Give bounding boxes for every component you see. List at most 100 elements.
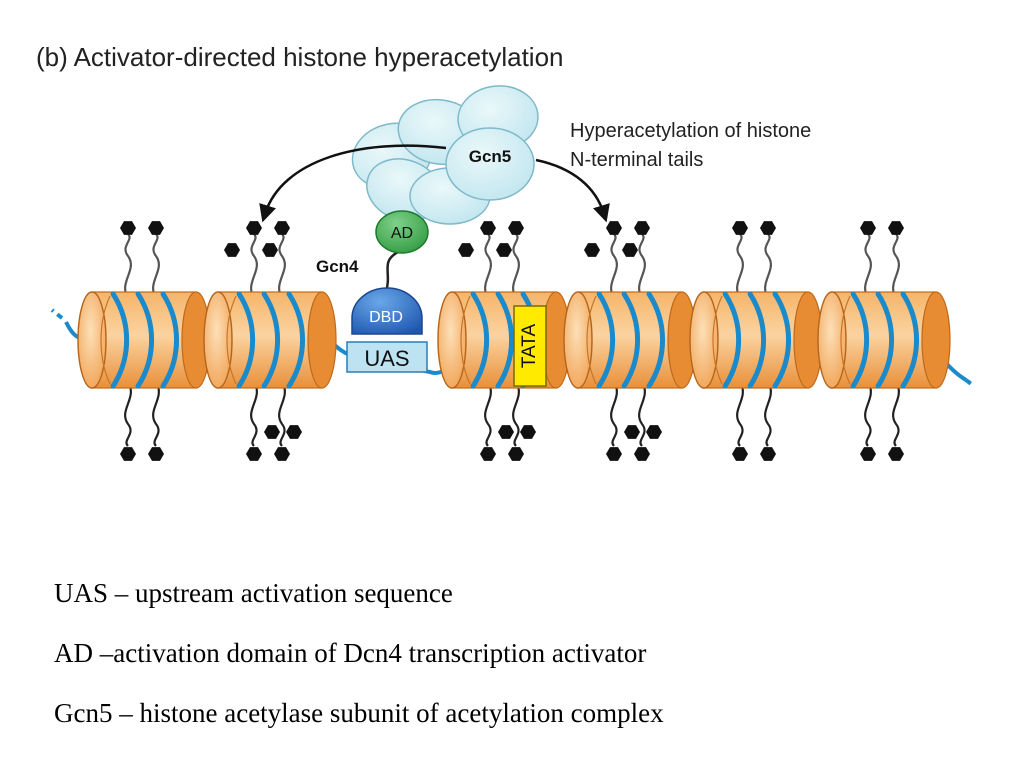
dna-wrap-2 <box>135 291 154 389</box>
dna-wrap-3 <box>646 291 665 389</box>
acetyl-group <box>458 243 474 257</box>
nucleosome-4 <box>563 221 697 461</box>
histone-core-face <box>689 291 719 389</box>
annotation-line-2: N-terminal tails <box>570 149 703 171</box>
dna-wrap-2 <box>495 291 514 389</box>
acetyl-group <box>274 447 290 461</box>
acetyl-group <box>498 425 514 439</box>
histone-tail <box>736 381 744 447</box>
nucleosome-5 <box>689 221 823 461</box>
histone-core-seam <box>100 295 111 385</box>
acetyl-group <box>286 425 302 439</box>
acetyl-group <box>624 425 640 439</box>
dbd-label: DBD <box>369 309 403 326</box>
acetyl-group <box>634 447 650 461</box>
acetyl-group <box>148 221 164 235</box>
dna-wrap-1 <box>722 291 742 389</box>
histone-core-face <box>817 291 847 389</box>
acetyl-group <box>606 447 622 461</box>
dna-wrap-1 <box>236 291 256 389</box>
histone-core-seam <box>460 295 471 385</box>
acetyl-group <box>732 221 748 235</box>
histone-core-face <box>563 291 593 389</box>
acetyl-group <box>622 243 638 257</box>
nucleosome-2 <box>203 221 337 461</box>
histone-tail <box>736 233 744 299</box>
histone-tail <box>610 381 618 447</box>
dna-wrap-2 <box>747 291 766 389</box>
histone-core-face <box>203 291 233 389</box>
acetyl-group <box>480 221 496 235</box>
acetyl-group <box>246 447 262 461</box>
histone-tail <box>892 381 900 447</box>
gcn5-complex: Gcn5 <box>351 85 539 225</box>
tata-box: TATA <box>513 305 547 387</box>
nucleosome-3 <box>437 221 571 461</box>
ad-domain: AD <box>375 210 429 254</box>
histone-core-seam <box>840 295 851 385</box>
acetyl-group <box>634 221 650 235</box>
legend-item-uas: UAS – upstream activation sequence <box>54 578 453 608</box>
acetyl-group <box>606 221 622 235</box>
histone-tail <box>152 381 160 447</box>
dna-wrap-3 <box>286 291 305 389</box>
histone-core-seam <box>712 295 723 385</box>
histone-core-back <box>921 291 951 389</box>
tata-label: TATA <box>519 324 540 369</box>
dna-wrap-1 <box>596 291 616 389</box>
histone-tail <box>512 381 520 447</box>
histone-tail <box>278 233 286 299</box>
histone-tail <box>484 233 492 299</box>
histone-core-face <box>437 291 467 389</box>
acetyl-group <box>120 447 136 461</box>
histone-tail <box>864 381 872 447</box>
uas-box <box>346 341 428 373</box>
nucleosome-6 <box>817 221 951 461</box>
dna-wrap-3 <box>160 291 179 389</box>
acetyl-group <box>732 447 748 461</box>
acetyl-group <box>860 447 876 461</box>
acetyl-group <box>120 221 136 235</box>
acetyl-group <box>224 243 240 257</box>
acetyl-group <box>274 221 290 235</box>
dna-wrap-2 <box>875 291 894 389</box>
acetyl-group <box>888 221 904 235</box>
dna-wrap-1 <box>850 291 870 389</box>
acetyl-group <box>246 221 262 235</box>
acetyl-group <box>760 447 776 461</box>
histone-tail <box>124 233 132 299</box>
histone-tail <box>278 381 286 447</box>
tata-rect <box>513 305 547 387</box>
histone-tail <box>152 233 160 299</box>
dna-end-right <box>964 378 976 388</box>
dna-wrap-3 <box>772 291 791 389</box>
figure-title: (b) Activator-directed histone hyperacet… <box>36 42 564 72</box>
histone-tail <box>610 233 618 299</box>
histone-tail <box>864 233 872 299</box>
acetyl-group <box>860 221 876 235</box>
acetyl-group <box>264 425 280 439</box>
histone-core-seam <box>586 295 597 385</box>
gcn5-label: Gcn5 <box>469 147 512 166</box>
acetyl-group <box>262 243 278 257</box>
histone-tail <box>250 233 258 299</box>
dna-wrap-2 <box>621 291 640 389</box>
diagram-canvas: (b) Activator-directed histone hyperacet… <box>36 42 976 461</box>
uas-element: UAS <box>346 341 428 373</box>
dna-wrap-2 <box>261 291 280 389</box>
histone-tail <box>484 381 492 447</box>
dna-end-left <box>50 308 64 320</box>
uas-label: UAS <box>364 346 409 371</box>
histone-tail <box>512 233 520 299</box>
ad-label: AD <box>391 225 413 242</box>
acetyl-group <box>760 221 776 235</box>
nucleosome-array: TATA <box>77 221 951 461</box>
acetyl-group <box>520 425 536 439</box>
dna-wrap-1 <box>470 291 490 389</box>
acetyl-group <box>480 447 496 461</box>
dbd-domain <box>351 287 423 335</box>
acetylation-arrow-right <box>535 158 610 223</box>
nucleosome-1 <box>77 221 211 461</box>
histone-tail <box>764 381 772 447</box>
